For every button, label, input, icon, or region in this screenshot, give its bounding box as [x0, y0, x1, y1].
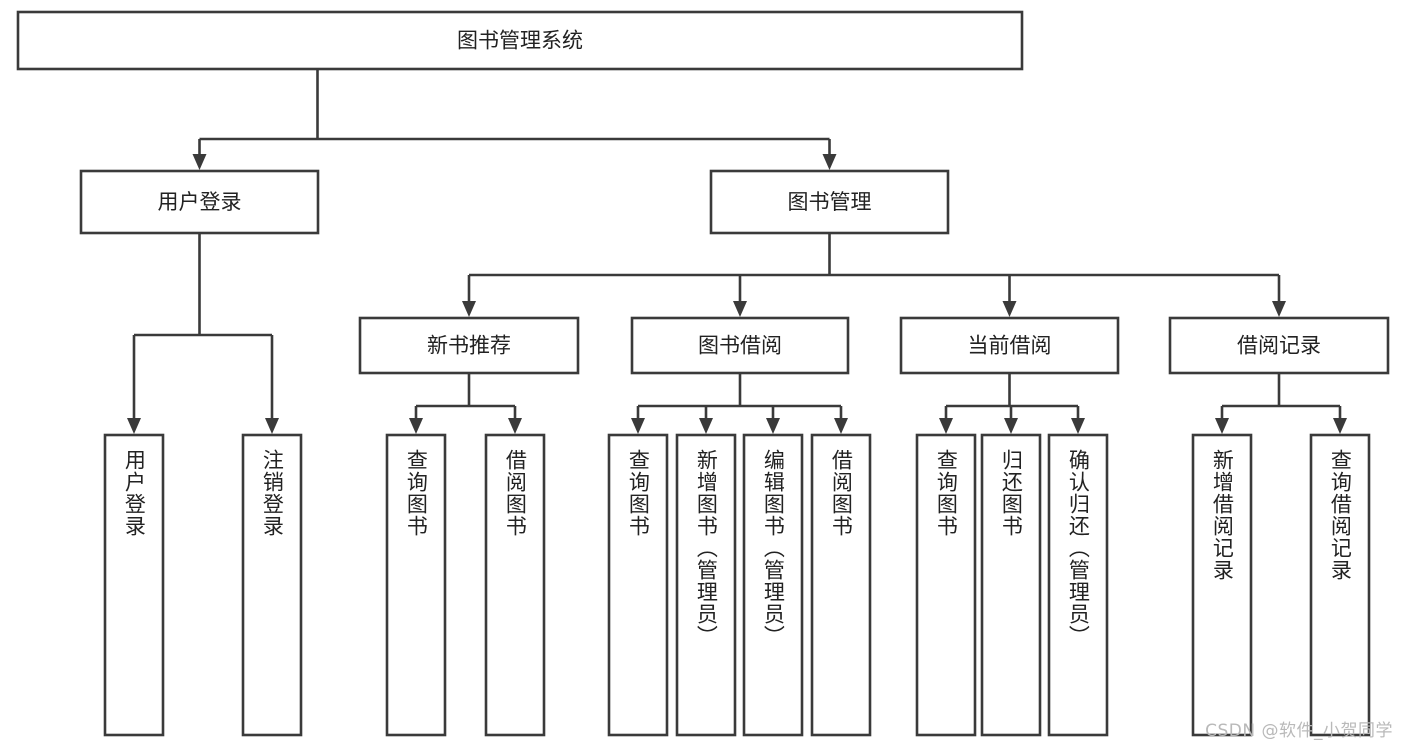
node-box-leaf-11[interactable] [1191, 433, 1253, 737]
edge-leaf-1-1-head [508, 418, 522, 434]
node-box-leaf-7[interactable] [810, 433, 872, 737]
node-label-level1-0: 用户登录 [158, 190, 242, 214]
edge-leaf-0-0-head [127, 418, 141, 434]
node-label-level2-3: 借阅记录 [1237, 334, 1321, 358]
node-box-leaf-2[interactable] [385, 433, 447, 737]
node-label-level2-1: 图书借阅 [698, 334, 782, 358]
node-box-leaf-6[interactable] [742, 433, 804, 737]
edge-l1-to-l2-0-head [462, 301, 476, 317]
node-label-level2-2: 当前借阅 [968, 334, 1052, 358]
edge-root-to-l1-1-head [822, 154, 837, 170]
node-box-level2-2[interactable] [899, 316, 1120, 375]
edge-leaf-2-3-head [834, 418, 848, 434]
node-box-level2-0[interactable] [358, 316, 580, 375]
connector-layer [127, 69, 1347, 434]
node-box-root[interactable] [16, 10, 1024, 71]
node-box-leaf-8[interactable] [915, 433, 977, 737]
edge-leaf-2-0-head [631, 418, 645, 434]
edge-leaf-2-1-head [699, 418, 713, 434]
edge-l1-to-l2-2-head [1002, 301, 1017, 317]
edge-leaf-1-0-head [409, 418, 423, 434]
node-box-level1-0[interactable] [79, 169, 320, 235]
edge-leaf-3-0-head [939, 418, 953, 434]
node-box-leaf-5[interactable] [675, 433, 737, 737]
node-box-level2-1[interactable] [630, 316, 850, 375]
edge-leaf-4-1-head [1333, 418, 1347, 434]
edge-leaf-0-1-head [265, 418, 279, 434]
box-layer [16, 10, 1390, 737]
node-box-leaf-1[interactable] [241, 433, 303, 737]
node-box-level2-3[interactable] [1168, 316, 1390, 375]
node-label-level1-1: 图书管理 [788, 190, 872, 214]
edge-leaf-4-0-head [1215, 418, 1229, 434]
node-label-level2-0: 新书推荐 [427, 334, 511, 358]
node-box-leaf-0[interactable] [103, 433, 165, 737]
node-box-leaf-3[interactable] [484, 433, 546, 737]
node-box-leaf-12[interactable] [1309, 433, 1371, 737]
edge-l1-to-l2-1-head [733, 301, 747, 317]
node-label-root: 图书管理系统 [457, 29, 583, 53]
edge-leaf-3-2-head [1071, 418, 1085, 434]
edge-leaf-2-2-head [766, 418, 780, 434]
node-box-leaf-9[interactable] [980, 433, 1042, 737]
edge-l1-to-l2-3-head [1272, 301, 1286, 317]
node-box-leaf-10[interactable] [1047, 433, 1109, 737]
node-box-leaf-4[interactable] [607, 433, 669, 737]
edge-leaf-3-1-head [1004, 418, 1018, 434]
node-box-level1-1[interactable] [709, 169, 950, 235]
edge-root-to-l1-0-head [192, 154, 207, 170]
watermark: CSDN @软件_小贺同学 [1205, 721, 1393, 741]
